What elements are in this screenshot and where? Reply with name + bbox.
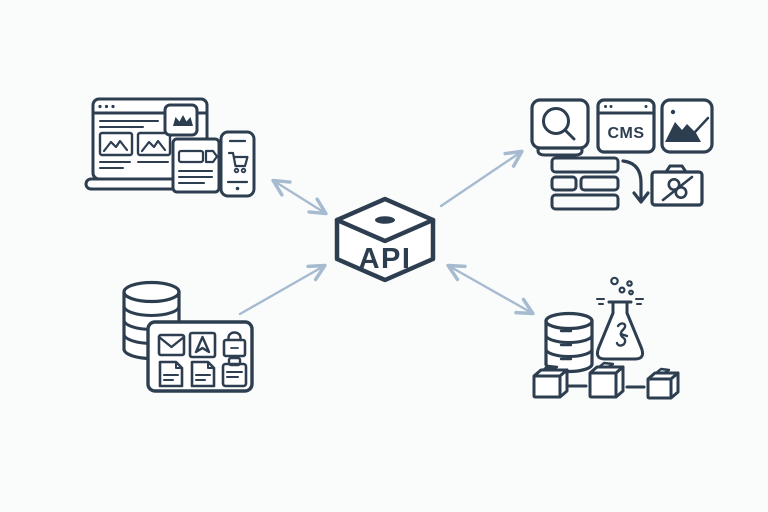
package-cube-icon [532, 364, 569, 399]
api-box: API [334, 196, 436, 283]
trend-line [693, 116, 710, 134]
steam-ticks [596, 298, 605, 305]
button-placeholder [177, 149, 205, 164]
crown-icon [173, 115, 193, 126]
arrow-top-right [439, 149, 524, 208]
flask-body [596, 301, 644, 361]
featured-badge-icon [163, 103, 199, 137]
magnifier-handle [563, 128, 576, 141]
browser-dot [111, 104, 115, 109]
package-cube-icon [588, 361, 625, 399]
document-icon [190, 360, 216, 388]
flow-down-arrow-icon [621, 159, 650, 204]
magnifier-lens [542, 107, 570, 135]
app-grid-panel [146, 320, 254, 393]
smartphone-icon [219, 130, 256, 198]
product-card-icon [171, 137, 221, 194]
mail-icon [157, 333, 186, 357]
lab-flask-icon [596, 276, 644, 361]
tag-icon [204, 149, 219, 164]
bubbles-icon [610, 276, 634, 296]
arrow-top-left [271, 178, 328, 216]
package-cube-icon [646, 367, 680, 400]
cluster-data-science [532, 276, 680, 400]
browser-dot [98, 104, 102, 109]
api-box-port-dot [375, 216, 395, 224]
document-icon [158, 360, 184, 388]
shopping-cart-icon [227, 151, 249, 174]
slash-line [661, 175, 694, 202]
api-label: API [359, 243, 412, 275]
steam-ticks [635, 298, 644, 305]
database-icon [544, 311, 594, 374]
arrow-bottom-left [238, 263, 327, 316]
cluster-databases-apps [122, 280, 254, 393]
briefcase-icon [221, 356, 248, 388]
mountains-shape [665, 122, 701, 142]
cms-label: CMS [607, 125, 644, 142]
api-box-top-edge [334, 217, 436, 244]
window-dot [604, 105, 607, 108]
image-placeholder-icon [136, 131, 172, 157]
arrow-bottom-right [446, 263, 535, 316]
cms-window-icon: CMS [596, 98, 656, 154]
shopping-bag-icon [222, 331, 247, 358]
search-icon [530, 98, 590, 157]
image-placeholder-icon [98, 131, 134, 157]
browser-dot [104, 104, 109, 109]
flask-contents-branch [619, 332, 629, 338]
cluster-websites-mobile [84, 97, 256, 198]
connector-arrows [238, 149, 535, 316]
cluster-content-tools: CMS [530, 98, 714, 211]
restricted-folder-icon [650, 164, 704, 207]
navigation-arrow-icon [188, 331, 217, 359]
media-image-icon [660, 98, 714, 154]
window-dot [609, 105, 613, 108]
layout-blocks-icon [550, 156, 620, 211]
linked-packages [532, 361, 680, 400]
home-button-dot [235, 186, 240, 191]
window-dot [644, 105, 648, 108]
sun-dot [670, 109, 676, 115]
